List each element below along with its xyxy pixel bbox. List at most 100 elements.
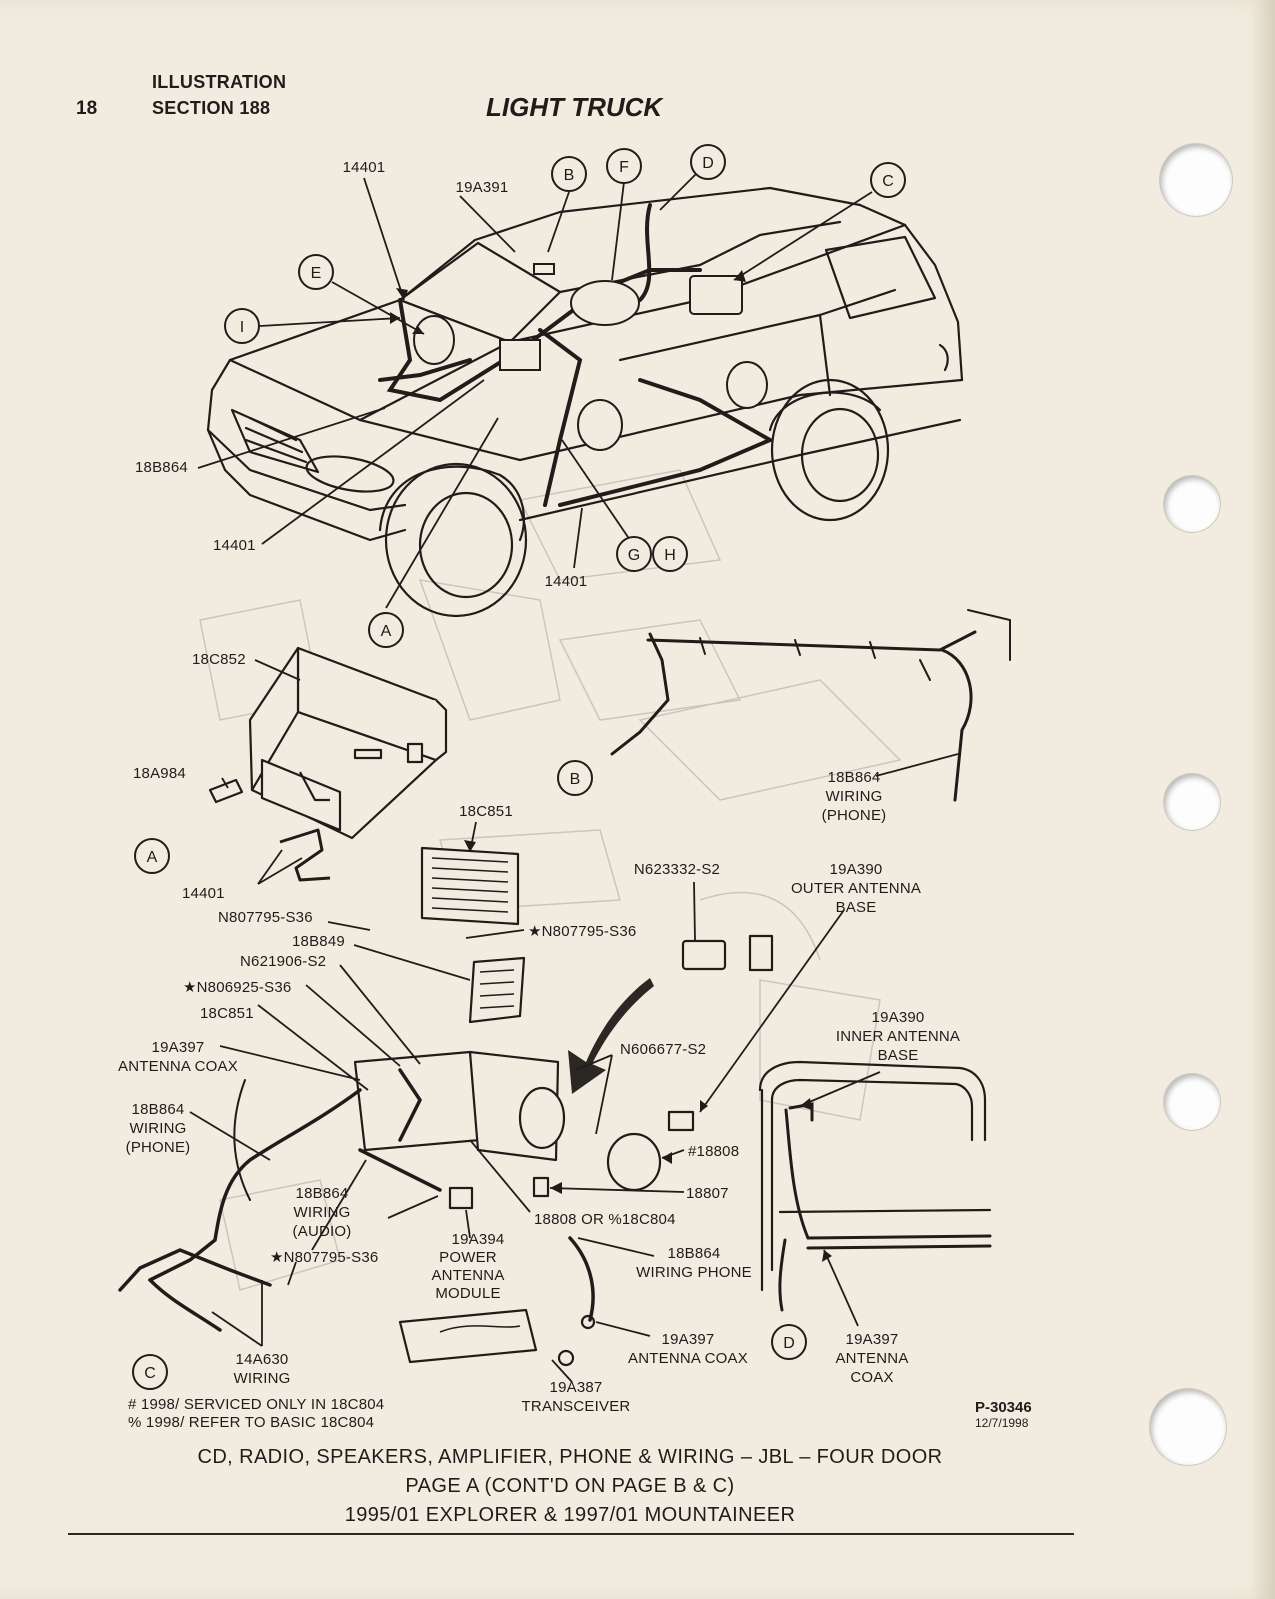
label-18b864-wiring-phone-2: WIRING PHONE <box>636 1264 752 1281</box>
rear-rim <box>800 407 880 503</box>
detail-b-phone-wiring <box>610 609 1011 802</box>
label-19a390-inner-2: INNER ANTENNA <box>836 1028 960 1045</box>
callout-d-ring <box>771 1324 807 1360</box>
callout-e: E <box>311 265 322 282</box>
page-edge-shadow <box>1251 0 1275 1599</box>
outer-antenna-base <box>681 939 727 971</box>
callout-a-ring <box>134 838 170 874</box>
callout-d-top: D <box>702 155 714 172</box>
radio-rear-panel <box>260 758 342 832</box>
page-number: 18 <box>76 98 98 119</box>
label-19a397-coax-mid-2: ANTENNA COAX <box>628 1350 748 1367</box>
label-18808-hash: #18808 <box>688 1143 739 1160</box>
label-18b864-phone-b-2: WIRING <box>825 788 882 805</box>
label-18a984: 18A984 <box>133 765 186 782</box>
label-19a397-coax-right-1: 19A397 <box>846 1331 899 1348</box>
callout-b-top: B <box>564 167 575 184</box>
label-19a394-3: ANTENNA <box>431 1267 504 1284</box>
label-19a394-2: POWER <box>439 1249 497 1266</box>
callout-b: B <box>570 771 581 788</box>
label-14401-a: 14401 <box>182 885 225 902</box>
d-antenna-base <box>788 1102 814 1122</box>
rear-pillar <box>903 223 964 382</box>
illustration-part-number: P-30346 <box>975 1399 1032 1416</box>
label-19a390-inner-3: BASE <box>878 1047 919 1064</box>
tail-lamp <box>938 343 949 372</box>
illustration-label: ILLUSTRATION <box>152 72 287 92</box>
label-19a391: 19A391 <box>456 179 509 196</box>
dash-speaker <box>570 280 640 326</box>
label-n807795-star: ★N807795-S36 <box>528 923 636 940</box>
front-wheel-arch <box>378 465 526 542</box>
label-18b864-phone-b-1: 18B864 <box>828 769 881 786</box>
label-19a397-coax-left-1: 19A397 <box>152 1039 205 1056</box>
label-19a390-outer-3: BASE <box>836 899 877 916</box>
phone-wiring-drop <box>568 1236 595 1322</box>
radio-unit <box>499 339 541 371</box>
label-14a630-1: 14A630 <box>236 1351 289 1368</box>
binder-hole <box>1164 476 1220 532</box>
mount-bracket-left <box>353 1050 482 1152</box>
label-14401-bottom: 14401 <box>545 573 588 590</box>
callout-c-top-ring <box>870 162 906 198</box>
label-18807: 18807 <box>686 1185 729 1202</box>
label-18b864-wiring-phone-1: 18B864 <box>668 1245 721 1262</box>
footnote-percent: % 1998/ REFER TO BASIC 18C804 <box>128 1414 375 1431</box>
label-18c851-top: 18C851 <box>459 803 513 820</box>
callout-letters: B F D C E I G H A B A C D <box>144 155 894 1382</box>
caption-line-2: PAGE A (CONT'D ON PAGE B & C) <box>405 1475 735 1497</box>
bumper <box>206 428 407 542</box>
power-antenna-module <box>398 1308 538 1364</box>
label-19a390-inner-1: 19A390 <box>872 1009 925 1026</box>
radio-slot <box>353 748 383 760</box>
label-18b864-phone-b-3: (PHONE) <box>822 807 887 824</box>
rear-tire <box>770 378 890 522</box>
assembly-direction-arrow <box>568 978 654 1094</box>
label-n623332: N623332-S2 <box>634 861 720 878</box>
phone-harness-run <box>148 1088 362 1282</box>
label-19a387-2: TRANSCEIVER <box>522 1398 631 1415</box>
detail-a-radio <box>208 646 448 882</box>
label-18b864-audio-1: 18B864 <box>296 1185 349 1202</box>
vehicle-components <box>413 263 768 451</box>
amplifier <box>420 846 520 926</box>
d-door-frame-outer <box>758 1060 987 1142</box>
callout-i-ring <box>224 308 260 344</box>
detail-c-harnesses <box>118 1068 595 1332</box>
callout-f-ring <box>606 148 642 184</box>
grille-slats <box>244 416 308 464</box>
callout-e-ring <box>298 254 334 290</box>
d-coax-drop <box>784 1108 810 1240</box>
callout-a-top-ring <box>368 612 404 648</box>
callout-h-ring <box>652 536 688 572</box>
callout-circles <box>132 144 906 1390</box>
quarter-line <box>818 288 897 317</box>
label-18b849: 18B849 <box>292 933 345 950</box>
leader-arrowheads <box>390 270 832 1262</box>
roof-line <box>398 186 907 302</box>
label-19a397-coax-mid-1: 19A397 <box>662 1331 715 1348</box>
illustration-date: 12/7/1998 <box>975 1416 1029 1430</box>
label-19a394-4: MODULE <box>435 1285 500 1302</box>
leader-lines <box>189 171 959 1383</box>
callout-d-top-ring <box>690 144 726 180</box>
harness-pillar <box>538 328 583 507</box>
phone-module-18b849 <box>468 956 526 1024</box>
label-n621906: N621906-S2 <box>240 953 326 970</box>
binder-hole <box>1160 144 1232 216</box>
d-coax-run <box>806 1234 992 1250</box>
section-label: SECTION 188 <box>152 98 271 118</box>
label-14a630-2: WIRING <box>233 1370 290 1387</box>
footnote-hash: # 1998/ SERVICED ONLY IN 18C804 <box>128 1396 385 1413</box>
callout-d: D <box>783 1335 795 1352</box>
harness-floor <box>558 438 772 507</box>
caption-line-3: 1995/01 EXPLORER & 1997/01 MOUNTAINEER <box>344 1504 796 1526</box>
label-n806925: ★N806925-S36 <box>183 979 291 996</box>
radio-fastener <box>208 778 244 804</box>
rear-door-speaker <box>726 361 768 409</box>
14a630-harness <box>148 1278 222 1332</box>
vehicle-harness <box>378 203 772 507</box>
roof-connector <box>533 263 555 275</box>
